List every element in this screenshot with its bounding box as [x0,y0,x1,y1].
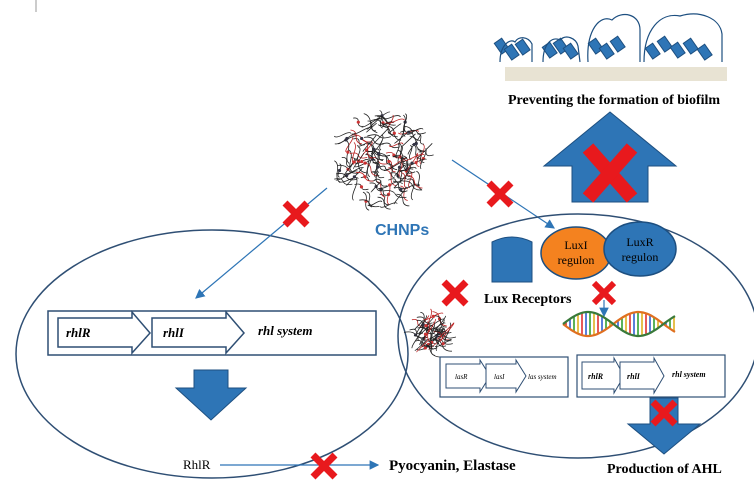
chnps-label: CHNPs [375,222,429,239]
lasr-label: lasR [455,373,468,381]
lasi-label: lasI [494,373,505,381]
luxr-label-1: LuxR [626,235,653,249]
las-system-label: las system [528,373,557,381]
luxr-regulon [603,221,677,277]
rhl-system-box [47,310,377,356]
down-arrow-left [174,369,248,421]
down-arrow-right [626,397,702,455]
nanoparticle-icon [333,110,434,211]
las-system-box [439,356,569,398]
rhli-label: rhlI [163,325,185,340]
rhlr-small-gene-arrow [581,356,625,395]
rhlr-label: rhlR [66,325,91,340]
red-cross-icon [486,180,514,208]
rhl-system-box-small [576,354,726,398]
rhl-system-label: rhl system [258,323,313,338]
luxr-label-2: regulon [622,250,659,264]
biofilm-surface [505,67,727,81]
bacteria-icon [493,35,713,61]
red-cross-icon [441,279,469,307]
luxi-label-1: LuxI [564,238,587,252]
luxi-label-2: regulon [558,253,595,267]
rhli-small-gene-arrow [619,356,665,395]
lux-receptors-label: Lux Receptors [484,292,572,307]
lasr-gene-arrow [445,358,491,394]
rhl-system-small-label: rhl system [672,370,706,379]
left-cell [15,229,409,479]
lasi-gene-arrow [485,358,527,394]
biofilm-label: Preventing the formation of biofilm [508,93,720,108]
nanoparticle-icon [403,308,457,358]
up-arrow [542,111,678,203]
biofilm-matrix [499,13,723,63]
rhlr-gene-arrow [57,309,151,355]
rhli-gene-arrow [151,309,245,355]
red-cross-icon [310,452,338,480]
red-cross-icon [282,200,310,228]
biofilm-illustration [493,13,727,81]
red-cross-icon [650,399,678,427]
dna-helix-icon [562,310,676,338]
red-cross-icon [582,143,638,203]
receptor-cylinder-icon [491,236,533,283]
red-cross-icon [591,280,617,306]
rhlr-bottom-label: RhlR [183,457,211,472]
rhlr-small-label: rhlR [588,372,604,381]
rhli-small-label: rhlI [627,372,641,381]
right-cell [397,213,754,459]
pyocyanin-label: Pyocyanin, Elastase [389,458,516,474]
ahl-label: Production of AHL [607,462,722,477]
